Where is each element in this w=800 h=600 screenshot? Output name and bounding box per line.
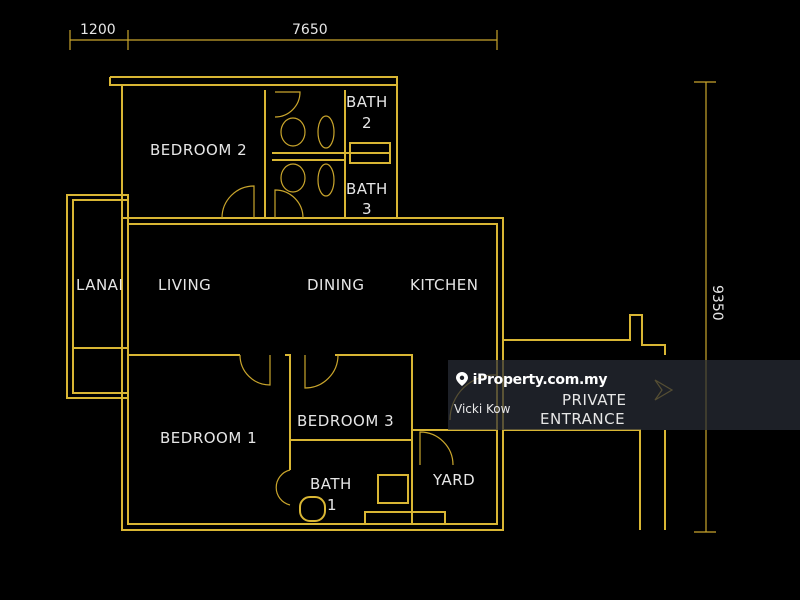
label-yard: YARD [432, 471, 475, 489]
label-bedroom-2: BEDROOM 2 [150, 141, 247, 159]
watermark: iProperty.com.my Vicki Kow [448, 360, 800, 430]
label-bedroom-3: BEDROOM 3 [297, 412, 394, 430]
label-bath-1-num: 1 [327, 496, 337, 514]
top-dimension: 1200 7650 [69, 22, 498, 50]
dim-9350: 9350 [709, 285, 725, 321]
label-bath-3: BATH [346, 180, 388, 198]
label-bath-2-num: 2 [362, 114, 372, 132]
watermark-user: Vicki Kow [454, 402, 511, 416]
dim-7650: 7650 [292, 22, 328, 38]
label-bedroom-1: BEDROOM 1 [160, 429, 257, 447]
watermark-brand: iProperty.com.my [456, 372, 607, 388]
label-living: LIVING [158, 276, 211, 294]
label-dining: DINING [307, 276, 364, 294]
label-kitchen: KITCHEN [410, 276, 479, 294]
map-pin-icon [456, 372, 468, 386]
watermark-brand-text: iProperty.com.my [472, 372, 608, 388]
label-bath-1: BATH [310, 475, 352, 493]
label-lanai: LANAI [76, 276, 123, 294]
room-labels: BEDROOM 2 BATH 2 BATH 3 LANAI LIVING DIN… [76, 93, 479, 514]
label-bath-2: BATH [346, 93, 388, 111]
right-dimension: 9350 [694, 81, 725, 533]
label-bath-3-num: 3 [362, 200, 372, 218]
walls [66, 76, 666, 531]
dim-1200: 1200 [80, 22, 116, 38]
